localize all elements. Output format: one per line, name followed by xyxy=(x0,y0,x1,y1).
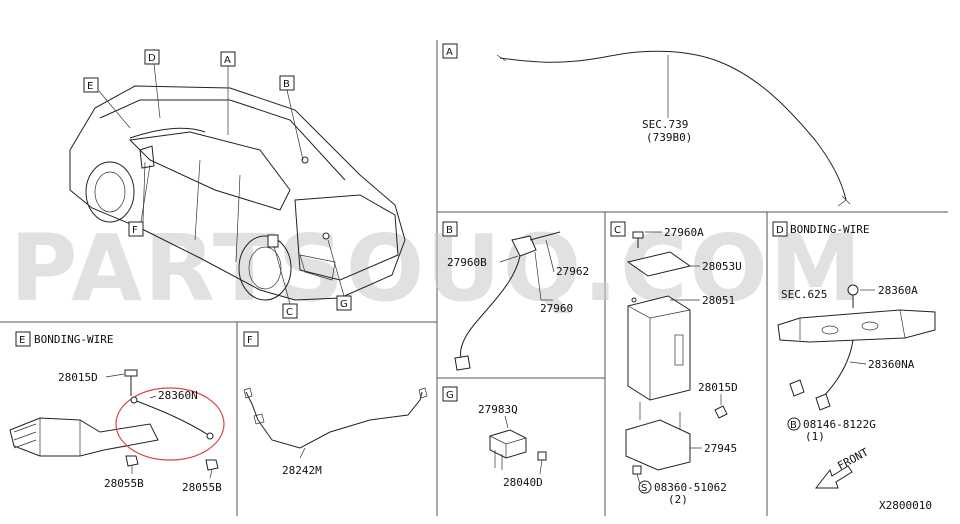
callout-b: B xyxy=(279,75,295,91)
sec-625-label: SEC.625 xyxy=(781,288,827,301)
panel-f: F 28242M xyxy=(243,331,428,477)
svg-text:G: G xyxy=(446,390,454,401)
part-28360na: 28360NA xyxy=(868,358,915,371)
part-28360n: 28360N xyxy=(158,389,198,402)
gps-cable xyxy=(460,255,521,363)
part-27960b: 27960B xyxy=(447,256,487,269)
part-27960a: 27960A xyxy=(664,226,704,239)
bolt-qty-d: (1) xyxy=(805,430,825,443)
callout-e: E xyxy=(83,77,99,93)
callout-g: G xyxy=(336,295,352,311)
s-symbol: S xyxy=(641,483,647,494)
part-28242m: 28242M xyxy=(282,464,322,477)
b-symbol: B xyxy=(790,420,797,431)
svg-text:E: E xyxy=(19,335,25,346)
sec-739-sub: (739B0) xyxy=(646,131,692,144)
panel-c: C 27960A 28053U 28051 28015D 27945 S 083… xyxy=(610,221,742,506)
bolt-qty-c: (2) xyxy=(668,493,688,506)
callout-a: A xyxy=(220,51,236,67)
harness-28242m xyxy=(245,391,423,449)
svg-text:F: F xyxy=(247,335,253,346)
callout-d: D xyxy=(144,49,160,65)
part-28053u: 28053U xyxy=(702,260,742,273)
watermark: PARTSOUQ.COM xyxy=(10,215,863,322)
bonding-wire-e xyxy=(133,399,211,437)
panel-e-title: BONDING-WIRE xyxy=(34,333,113,346)
sec-739-label: SEC.739 xyxy=(642,118,688,131)
highlight-ellipse xyxy=(115,387,225,461)
svg-text:A: A xyxy=(446,47,453,58)
part-28055b-left: 28055B xyxy=(104,477,144,490)
svg-text:B: B xyxy=(283,79,290,90)
panel-frames xyxy=(0,40,948,516)
panel-a: A SEC.739 (739B0) xyxy=(442,43,851,207)
part-28360a: 28360A xyxy=(878,284,918,297)
panel-e: E BONDING-WIRE 28015D 28360N 28055B 2805… xyxy=(9,331,225,494)
svg-text:C: C xyxy=(286,307,293,318)
front-label: FRONT xyxy=(835,445,871,472)
car-overview: D E A B F C G xyxy=(69,49,406,319)
panel-g: G 27983Q 28040D xyxy=(442,386,547,489)
bolt-08146-8122g: 08146-8122G xyxy=(803,418,876,431)
svg-text:G: G xyxy=(340,299,348,310)
part-27960: 27960 xyxy=(540,302,573,315)
diagram-code: X2800010 xyxy=(879,499,932,512)
part-28015d-e: 28015D xyxy=(58,371,98,384)
svg-text:C: C xyxy=(614,225,621,236)
callout-c: C xyxy=(282,303,298,319)
panel-b: B 27960B 27962 27960 xyxy=(442,221,589,371)
antenna-feeder-cable xyxy=(499,50,847,201)
part-27962: 27962 xyxy=(556,265,589,278)
part-27945: 27945 xyxy=(704,442,737,455)
svg-text:D: D xyxy=(776,225,784,236)
bonding-wire-d xyxy=(819,339,854,401)
svg-text:D: D xyxy=(148,53,156,64)
front-arrow-icon xyxy=(814,465,853,489)
part-28040d: 28040D xyxy=(503,476,543,489)
panel-d: D BONDING-WIRE SEC.625 28360A 28360NA B … xyxy=(772,221,936,489)
part-28051: 28051 xyxy=(702,294,735,307)
svg-text:E: E xyxy=(87,81,93,92)
svg-text:B: B xyxy=(446,225,453,236)
part-28015d-c: 28015D xyxy=(698,381,738,394)
svg-text:F: F xyxy=(132,225,138,236)
part-27983q: 27983Q xyxy=(478,403,518,416)
svg-text:A: A xyxy=(224,55,231,66)
bolt-08360-51062: 08360-51062 xyxy=(654,481,727,494)
callout-f: F xyxy=(128,221,144,237)
panel-d-title: BONDING-WIRE xyxy=(790,223,869,236)
part-28055b-right: 28055B xyxy=(182,481,222,494)
